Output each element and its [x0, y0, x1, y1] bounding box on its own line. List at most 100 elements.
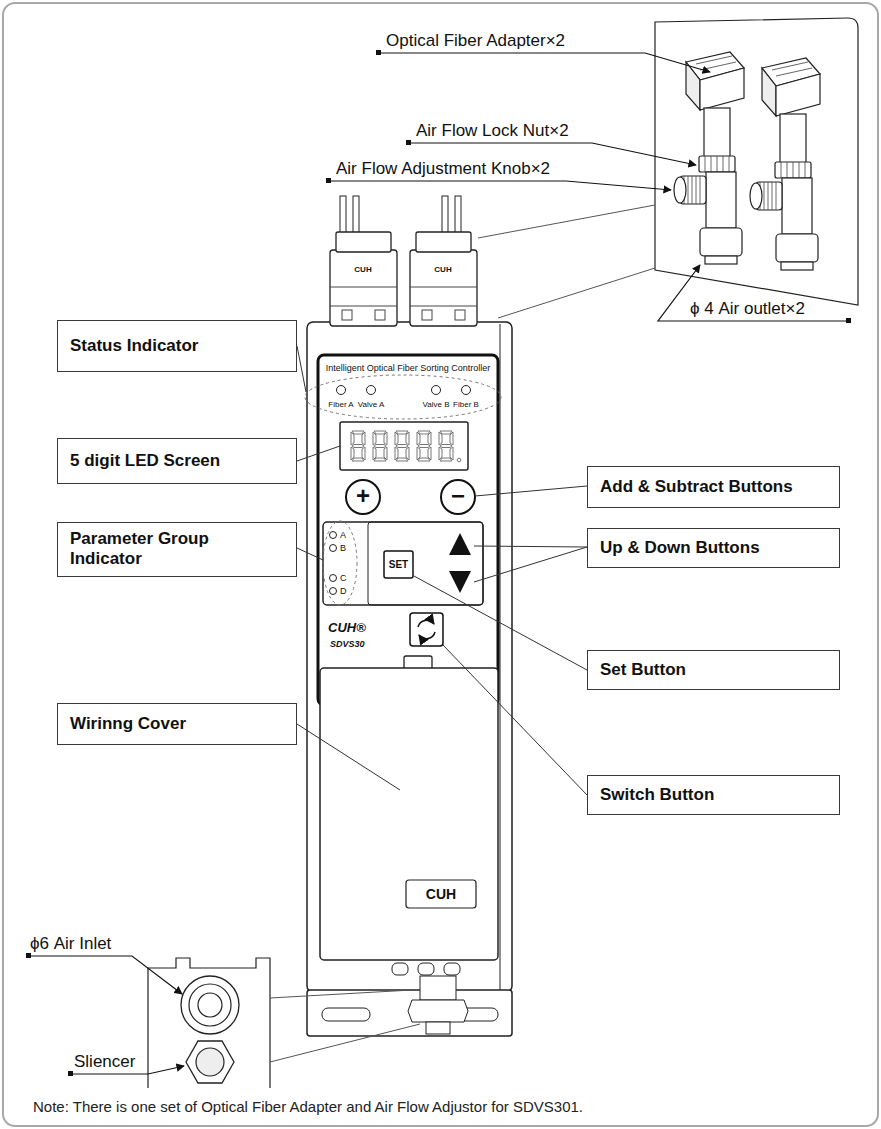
- part-label: ϕ6 Air Inlet: [30, 934, 111, 954]
- controller-body: [307, 196, 512, 992]
- leader-lines: [326, 50, 851, 323]
- air-inlet-inset: [148, 958, 420, 1088]
- controller-body: [340, 196, 346, 236]
- parameter-panel: [330, 575, 337, 582]
- controller-body: [330, 250, 397, 326]
- part-label: Fiber A: [328, 400, 353, 409]
- parameter-panel: [323, 521, 357, 605]
- part-label: CUH: [434, 265, 451, 274]
- part-label: D: [340, 586, 347, 596]
- part-label: Valve B: [423, 400, 450, 409]
- base-fittings: [322, 1008, 370, 1021]
- part-label: Fiber B: [453, 400, 479, 409]
- parameter-panel: [323, 522, 483, 605]
- air-inlet-inset: [181, 976, 239, 1034]
- callout-leaders: [443, 645, 587, 795]
- leader-lines: [658, 265, 848, 321]
- status-leds: [367, 386, 376, 395]
- callout-leaders: [297, 446, 340, 461]
- led-screen: [457, 458, 461, 462]
- part-label: Air Flow Lock Nut×2: [416, 121, 569, 141]
- controller-body: [455, 310, 465, 320]
- led-screen: [439, 431, 453, 461]
- led-screen: [373, 431, 387, 461]
- switch-button: [418, 620, 434, 627]
- part-label: Sliencer: [74, 1052, 135, 1072]
- add-subtract-buttons: [346, 480, 380, 514]
- parameter-panel: [449, 571, 471, 593]
- valve-inset: [750, 58, 820, 270]
- base-fittings: [307, 963, 512, 1036]
- callout-box: Switch Button: [587, 775, 840, 815]
- part-label: SET: [389, 559, 408, 571]
- leader-lines: [378, 53, 710, 72]
- part-label: −: [451, 482, 465, 510]
- controller-body: [422, 310, 432, 320]
- part-label: CUH: [426, 886, 456, 902]
- part-label: Intelligent Optical Fiber Sorting Contro…: [326, 363, 491, 373]
- led-screen: [340, 422, 468, 470]
- controller-body: [442, 196, 448, 236]
- air-inlet-inset: [270, 990, 420, 1062]
- callout-text: Wirinng Cover: [70, 714, 284, 734]
- controller-body: [375, 310, 385, 320]
- controller-body: [353, 196, 359, 236]
- switch-button: [410, 613, 443, 646]
- switch-button: [410, 613, 443, 646]
- add-subtract-buttons: [441, 480, 475, 514]
- callout-text: Status Indicator: [70, 336, 284, 356]
- parameter-panel: [330, 545, 337, 552]
- base-fittings: [420, 976, 456, 1000]
- callout-text: 5 digit LED Screen: [70, 451, 284, 471]
- leader-lines: [26, 953, 184, 1076]
- controller-body: [416, 232, 471, 252]
- led-screen: [351, 431, 365, 461]
- leader-lines: [478, 205, 655, 238]
- wiring-cover: [320, 656, 498, 960]
- leader-lines: [28, 956, 182, 994]
- callout-box: Parameter Group Indicator: [57, 522, 297, 577]
- led-screen: [340, 422, 468, 470]
- base-fittings: [392, 963, 408, 975]
- controller-body: [318, 355, 498, 705]
- part-label: ϕ 4 Air outlet×2: [690, 299, 805, 319]
- base-fittings: [408, 1000, 468, 1022]
- part-label: Air Flow Adjustment Knob×2: [336, 159, 550, 179]
- callout-box: Status Indicator: [57, 320, 297, 372]
- base-fittings: [426, 1022, 450, 1034]
- wiring-cover: [406, 880, 476, 908]
- base-fittings: [307, 990, 512, 1036]
- callout-leaders: [297, 724, 400, 790]
- add-subtract-buttons: [346, 480, 475, 514]
- status-leds: [337, 386, 346, 395]
- callout-leaders: [475, 486, 587, 496]
- part-label: A: [340, 530, 346, 540]
- air-inlet-inset: [198, 993, 222, 1017]
- callout-text: Set Button: [600, 660, 827, 680]
- part-label: CUH: [354, 265, 371, 274]
- valve-inset: [655, 18, 858, 305]
- parameter-panel: [330, 588, 337, 595]
- page-frame: [3, 3, 878, 1126]
- controller-body: [410, 287, 477, 306]
- callout-leaders: [414, 576, 587, 670]
- callout-box: Set Button: [587, 650, 840, 690]
- callout-text: Up & Down Buttons: [600, 538, 827, 558]
- controller-body: [330, 287, 397, 306]
- status-leds: [305, 375, 501, 419]
- controller-body: [342, 310, 352, 320]
- callout-text: Parameter Group Indicator: [70, 529, 235, 570]
- callout-box: Wirinng Cover: [57, 703, 297, 745]
- wiring-cover: [320, 668, 498, 960]
- callout-box: 5 digit LED Screen: [57, 438, 297, 484]
- base-fittings: [444, 963, 460, 975]
- callout-text: Add & Subtract Buttons: [600, 477, 827, 497]
- parameter-panel: [384, 551, 413, 578]
- callout-box: Up & Down Buttons: [587, 528, 840, 568]
- part-label: C: [340, 573, 347, 583]
- controller-body: [455, 196, 461, 236]
- air-inlet-inset: [189, 984, 231, 1026]
- parameter-panel: [330, 532, 337, 539]
- air-inlet-inset: [186, 1041, 234, 1083]
